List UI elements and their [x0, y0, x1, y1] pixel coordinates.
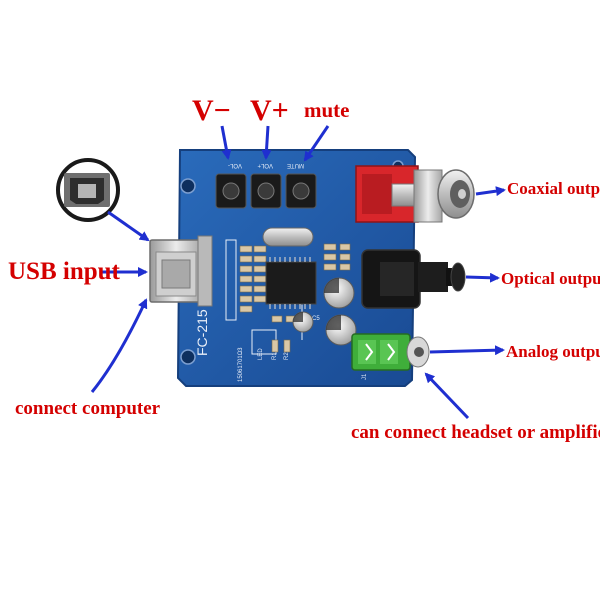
mute-button	[285, 173, 317, 209]
arrow-usb-inset	[107, 210, 150, 242]
silkscreen: VOL- VOL+ MUTE FC-215 LED 15061701Ω3 C5 …	[194, 162, 368, 382]
silk-vol-minus: VOL-	[228, 162, 242, 168]
arrows	[90, 125, 506, 420]
label-connect-computer: connect computer	[15, 398, 161, 419]
arrow-coaxial	[475, 186, 506, 197]
volume-down-button	[215, 173, 247, 209]
main-chip	[265, 257, 317, 309]
smd-parts	[271, 243, 351, 353]
label-mute: mute	[304, 98, 350, 122]
board-model-label: FC-215	[194, 309, 210, 356]
arrow-analog	[429, 345, 505, 356]
silk-mute: MUTE	[287, 162, 304, 168]
label-volume-down: V−	[192, 94, 231, 127]
arrow-vminus	[220, 125, 232, 160]
coaxial-rca-jack	[355, 165, 475, 223]
silk-c5: C5	[312, 316, 320, 322]
label-usb-input: USB input	[8, 258, 120, 285]
capacitor-1	[323, 277, 355, 309]
analog-3.5mm-jack	[351, 333, 430, 371]
crystal-oscillator	[262, 227, 314, 247]
usb-connector-inset	[56, 158, 120, 222]
silk-vol-plus: VOL+	[257, 162, 273, 168]
arrow-mute	[303, 125, 330, 162]
arrow-optical	[465, 272, 500, 283]
label-headset-amplifier: can connect headset or amplifier	[351, 422, 600, 443]
silk-j1: J1	[362, 373, 368, 380]
arrow-headset	[424, 372, 470, 420]
smd-resistor-array	[239, 245, 267, 313]
label-analog-output: Analog output	[506, 342, 600, 361]
label-optical-output: Optical output	[501, 269, 600, 288]
label-volume-up: V+	[250, 94, 289, 127]
volume-up-button	[250, 173, 282, 209]
silk-date: 15061701Ω3	[238, 347, 244, 382]
arrow-vplus	[261, 125, 272, 160]
capacitor-2	[325, 314, 357, 346]
silk-r2: R2	[284, 352, 290, 360]
arrow-connect-computer	[90, 298, 148, 393]
label-coaxial-output: Coaxial output	[507, 179, 600, 198]
optical-toslink-port	[361, 249, 466, 309]
usb-b-port	[149, 235, 213, 307]
capacitor-3	[292, 311, 314, 333]
silk-r1: R1	[272, 352, 278, 360]
